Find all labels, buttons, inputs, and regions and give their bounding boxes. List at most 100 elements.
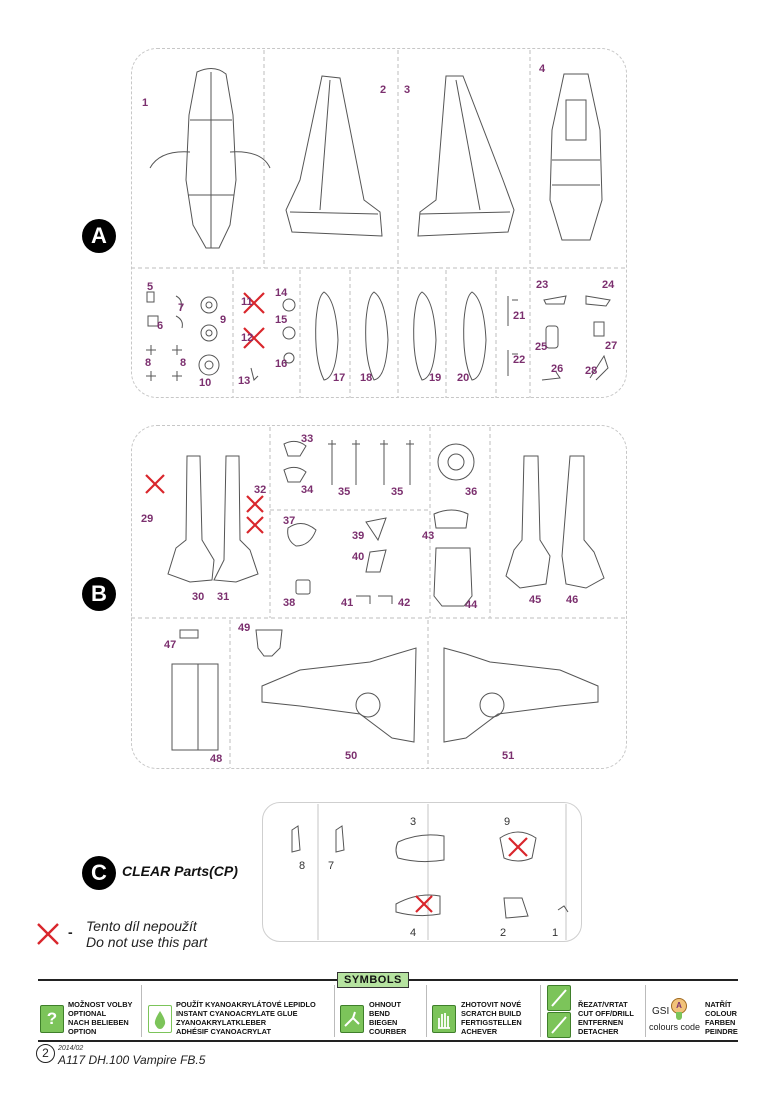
part-number: 2 bbox=[500, 927, 507, 939]
part-number: 50 bbox=[345, 750, 358, 762]
sprue-c-frame bbox=[262, 802, 582, 942]
part-number: 10 bbox=[199, 377, 212, 389]
part-number: 43 bbox=[422, 530, 435, 542]
part-number: 3 bbox=[404, 84, 411, 96]
part-number: 9 bbox=[504, 816, 511, 828]
red-cross-icon bbox=[37, 923, 59, 945]
part-number: 6 bbox=[157, 320, 164, 332]
part-number: 35 bbox=[391, 486, 404, 498]
sprue-c-title: CLEAR Parts(CP) bbox=[122, 863, 238, 879]
part-number: 49 bbox=[238, 622, 251, 634]
part-number: 13 bbox=[238, 375, 251, 387]
do-not-use-marks-a bbox=[243, 292, 265, 349]
part-number: 4 bbox=[410, 927, 417, 939]
part-number: 46 bbox=[566, 594, 579, 606]
part-number: 8 bbox=[180, 357, 187, 369]
clear-parts bbox=[291, 825, 569, 919]
part-number: 14 bbox=[275, 287, 288, 299]
sprue-c-badge: C bbox=[82, 856, 116, 890]
legend-line-en: Do not use this part bbox=[86, 934, 208, 950]
part-number: 30 bbox=[192, 591, 205, 603]
part-4-cockpit bbox=[549, 73, 603, 241]
legend-dash: - bbox=[68, 924, 73, 940]
symbol-separator bbox=[141, 985, 142, 1037]
symbols-title: SYMBOLS bbox=[337, 972, 409, 988]
part-number: 26 bbox=[551, 363, 564, 375]
sprue-b-frame bbox=[131, 425, 627, 769]
part-number: 17 bbox=[333, 372, 346, 384]
footer-date: 2014/02 bbox=[58, 1045, 84, 1052]
part-number: 7 bbox=[178, 302, 185, 314]
part-number: 47 bbox=[164, 639, 177, 651]
part-number: 7 bbox=[328, 860, 335, 872]
legend-line-cz: Tento díl nepoužít bbox=[86, 918, 197, 934]
footer-title: A117 DH.100 Vampire FB.5 bbox=[58, 1053, 206, 1067]
part-number: 8 bbox=[299, 860, 306, 872]
part-number: 19 bbox=[429, 372, 442, 384]
cut-drill-icon bbox=[547, 1012, 571, 1038]
symbol-separator bbox=[334, 985, 335, 1037]
part-number: 1 bbox=[142, 97, 149, 109]
part-number: 1 bbox=[552, 927, 559, 939]
part-number: 44 bbox=[465, 599, 478, 611]
part-number: 48 bbox=[210, 753, 223, 765]
sprue-a-badge: A bbox=[82, 219, 116, 253]
part-1-fuselage bbox=[149, 68, 271, 249]
do-not-use-marks-c bbox=[415, 837, 528, 913]
paint-drop-icon bbox=[676, 1012, 682, 1020]
part-number: 41 bbox=[341, 597, 354, 609]
part-2-3-booms bbox=[285, 75, 515, 237]
colours-code-label: colours code bbox=[649, 1022, 701, 1032]
part-number: 38 bbox=[283, 597, 296, 609]
part-number: 29 bbox=[141, 513, 154, 525]
part-number: 39 bbox=[352, 530, 365, 542]
part-number: 42 bbox=[398, 597, 411, 609]
symbols-bottom-rule bbox=[38, 1040, 738, 1042]
bend-icon bbox=[340, 1005, 364, 1033]
part-number: 15 bbox=[275, 314, 288, 326]
part-number: 40 bbox=[352, 551, 365, 563]
small-parts-b bbox=[167, 440, 605, 751]
gsi-label: GSI bbox=[652, 1006, 670, 1017]
cut-drill-icon bbox=[547, 985, 571, 1011]
scratch-build-hand-icon bbox=[432, 1005, 456, 1033]
symbol-separator bbox=[426, 985, 427, 1037]
part-number: 23 bbox=[536, 279, 549, 291]
symbol-separator bbox=[540, 985, 541, 1037]
part-number: 16 bbox=[275, 358, 288, 370]
part-number: 21 bbox=[513, 310, 526, 322]
part-number: 22 bbox=[513, 354, 526, 366]
glue-drop-icon bbox=[148, 1005, 172, 1033]
do-not-use-marks-b bbox=[145, 474, 264, 534]
part-number: 11 bbox=[241, 296, 253, 308]
part-number: 24 bbox=[602, 279, 615, 291]
gsi-badge: A bbox=[676, 1001, 682, 1010]
part-number: 27 bbox=[605, 340, 618, 352]
part-number: 36 bbox=[465, 486, 478, 498]
part-number: 5 bbox=[147, 281, 154, 293]
sprue-b-badge: B bbox=[82, 577, 116, 611]
page-number: 2 bbox=[36, 1044, 55, 1063]
part-number: 35 bbox=[338, 486, 351, 498]
part-number: 3 bbox=[410, 816, 417, 828]
part-number: 51 bbox=[502, 750, 515, 762]
question-icon: ? bbox=[40, 1005, 64, 1033]
part-number: 33 bbox=[301, 433, 314, 445]
part-number: 34 bbox=[301, 484, 314, 496]
part-number: 2 bbox=[380, 84, 387, 96]
part-number: 32 bbox=[254, 484, 267, 496]
part-number: 45 bbox=[529, 594, 542, 606]
part-number: 18 bbox=[360, 372, 373, 384]
sprue-a-frame bbox=[131, 48, 627, 398]
part-number: 25 bbox=[535, 341, 548, 353]
part-number: 20 bbox=[457, 372, 470, 384]
small-parts-a bbox=[146, 291, 611, 381]
